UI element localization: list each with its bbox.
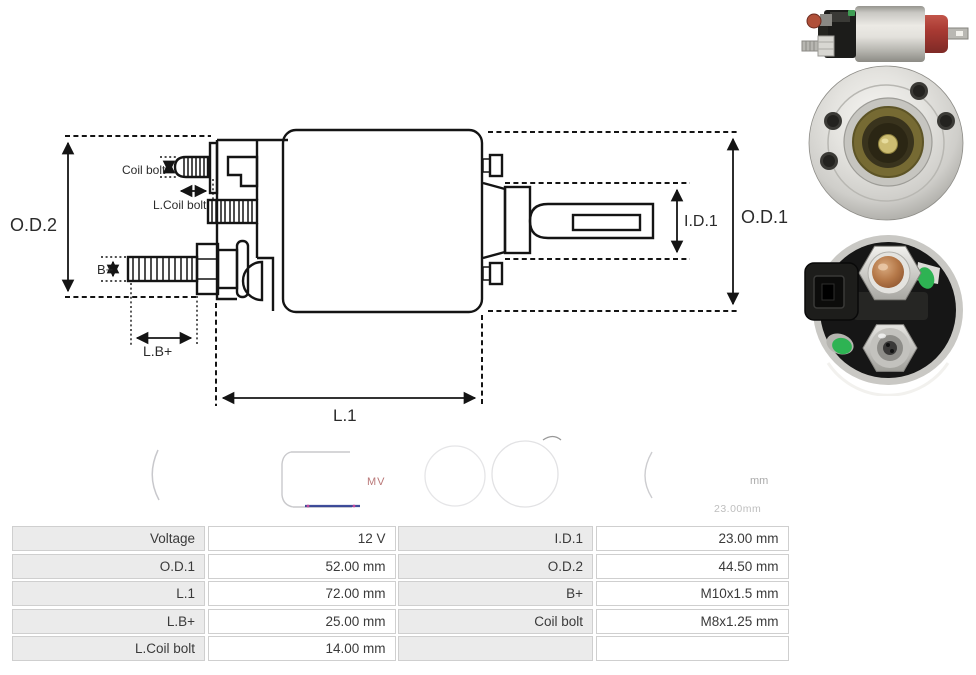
spec-value xyxy=(595,636,789,661)
dimension-arrows xyxy=(61,137,740,405)
spec-label: Voltage xyxy=(12,526,205,551)
center-dot-2 xyxy=(890,349,894,353)
solenoid-front-flange-photo xyxy=(808,65,964,221)
spec-label: I.D.1 xyxy=(398,526,593,551)
copper-contact xyxy=(872,256,904,288)
spec-label: L.B+ xyxy=(12,608,205,634)
stud-threads xyxy=(805,41,815,51)
cap-pin-hole xyxy=(956,31,963,36)
spec-table: Voltage 12 V I.D.1 23.00 mm O.D.1 52.00 … xyxy=(12,526,789,661)
center-dot-1 xyxy=(886,343,890,347)
dimension-label-b-plus: B+ xyxy=(97,262,113,277)
hex-nut-facets xyxy=(818,41,834,50)
copper-highlight xyxy=(878,263,888,271)
rear-cap-step xyxy=(818,18,828,52)
dimension-label-coil-bolt: Coil bolt xyxy=(122,163,166,177)
spec-label: L.Coil bolt xyxy=(12,636,205,661)
spec-value: 52.00 mm xyxy=(207,553,396,579)
solenoid-body-outline xyxy=(281,128,484,314)
red-cap xyxy=(920,15,948,53)
spec-label: Coil bolt xyxy=(398,608,593,634)
green-paint-mark-2 xyxy=(832,337,852,355)
rear-cap-detail xyxy=(830,12,850,22)
mounting-holes xyxy=(820,82,955,170)
rim-highlight xyxy=(826,362,950,396)
ghost-speck-2 xyxy=(352,504,356,508)
connector-slot xyxy=(821,283,835,301)
dimension-label-l1: L.1 xyxy=(333,406,357,425)
technical-drawing: O.D.2 Coil bolt L.Coil bolt B+ L.B+ L.1 … xyxy=(10,128,788,425)
spec-value: 12 V xyxy=(207,526,396,551)
ghost-speck-1 xyxy=(306,504,310,508)
rear-housing-outline xyxy=(208,138,288,311)
spec-value: 23.00 mm xyxy=(595,526,789,551)
dimension-label-od2: O.D.2 xyxy=(10,215,57,235)
spec-value: 25.00 mm xyxy=(207,608,396,634)
inner-bracket xyxy=(853,292,928,320)
spec-value: M10x1.5 mm xyxy=(595,581,789,606)
ghost-watermark-text: MV xyxy=(367,476,386,488)
green-paint-mark xyxy=(848,10,855,16)
ghost-arc-2 xyxy=(644,451,653,499)
spec-label: B+ xyxy=(398,581,593,606)
b-plus-bolt-outline xyxy=(126,239,250,299)
spec-value: 44.50 mm xyxy=(595,553,789,579)
spec-value: 14.00 mm xyxy=(207,636,396,661)
spec-label: O.D.2 xyxy=(398,553,593,579)
ghost-circle-1 xyxy=(424,445,486,507)
spec-label: O.D.1 xyxy=(12,553,205,579)
spec-value: M8x1.25 mm xyxy=(595,608,789,634)
ghost-arc-1 xyxy=(151,449,160,501)
flange-step-ring xyxy=(827,84,945,202)
green-paint-mark xyxy=(917,267,935,289)
plunger-shaft-outline xyxy=(482,153,655,286)
spec-value: 72.00 mm xyxy=(207,581,396,606)
ghost-tick xyxy=(542,435,562,441)
pin-highlight xyxy=(881,138,889,144)
ghost-unit-text: mm xyxy=(750,475,768,487)
copper-washer xyxy=(806,13,822,29)
ghost-circle-2 xyxy=(491,440,559,508)
dimension-label-l-coil-bolt: L.Coil bolt xyxy=(153,198,207,212)
solenoid-side-view-photo xyxy=(801,6,969,62)
cylinder-housing xyxy=(855,6,925,62)
reference-lines xyxy=(65,131,740,406)
dimension-label-id1: I.D.1 xyxy=(684,213,718,230)
dimension-label-l-b-plus: L.B+ xyxy=(143,343,172,359)
solenoid-rear-contacts-photo xyxy=(804,235,963,396)
dimension-label-od1: O.D.1 xyxy=(741,207,788,227)
bolt-sparkle xyxy=(878,333,886,339)
ghost-outline-1 xyxy=(281,451,352,508)
ghost-value-text: 23.00mm xyxy=(714,503,761,515)
spec-label: L.1 xyxy=(12,581,205,606)
terminal-hex xyxy=(820,14,832,26)
spec-label xyxy=(398,636,593,661)
hex-nut xyxy=(817,35,835,57)
